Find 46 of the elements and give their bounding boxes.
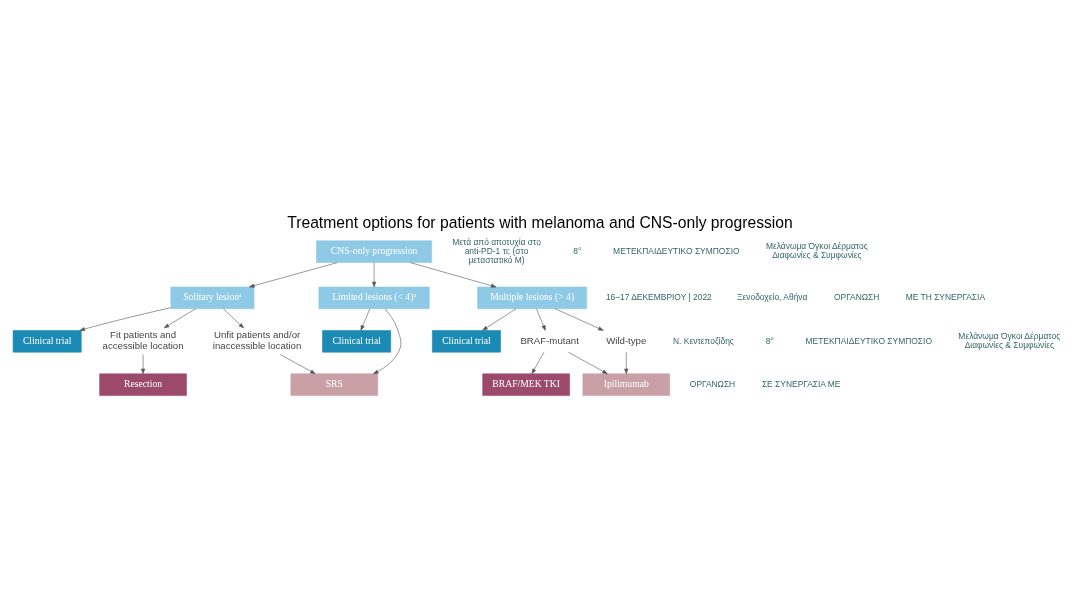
arrow bbox=[360, 308, 371, 331]
arrow bbox=[79, 306, 171, 331]
label: ΜΕ ΤΗ ΣΥΝΕΡΓΑΣΙΑ bbox=[905, 291, 986, 302]
label: Ξενοδοχείο, Αθήνα bbox=[737, 291, 808, 302]
label: ΟΡΓΑΝΩΣΗ bbox=[689, 378, 736, 389]
node-text: Fit patients and accessible location bbox=[102, 328, 184, 351]
label: Μελάνωμα Όγκοι Δέρματος Διαφωνίες & Συμφωνίες bbox=[958, 330, 1061, 350]
label: Μελάνωμα Όγκοι Δέρματος Διαφωνίες & Συμφωνίες bbox=[765, 240, 868, 260]
diagram-title: Treatment options for patients with melanoma and CNS-only progression bbox=[287, 213, 793, 231]
arrow bbox=[624, 351, 629, 374]
label: ΜΕΤΕΚΠΑΙΔΕΥΤΙΚΟ ΣΥΜΠΟΣΙΟ bbox=[613, 245, 740, 256]
label: 8° bbox=[573, 245, 582, 256]
node-box: Ipilimumab bbox=[582, 373, 670, 396]
arrow bbox=[372, 261, 377, 287]
node-box: Limited lesions (< 4)ᵃ bbox=[318, 286, 430, 309]
arrow bbox=[536, 308, 546, 331]
arrow bbox=[141, 353, 146, 374]
label: Ν. Κεντεποζίδης bbox=[673, 335, 734, 346]
label: 8° bbox=[765, 335, 774, 346]
node-text: BRAF-mutant bbox=[520, 334, 579, 346]
arrow bbox=[531, 351, 545, 374]
label: ΣΕ ΣΥΝΕΡΓΑΣΙΑ ΜΕ bbox=[761, 378, 841, 389]
node-box: Clinical trial bbox=[12, 329, 82, 352]
node-box: SRS bbox=[290, 373, 379, 396]
node-text: Unfit patients and/or inaccessible location bbox=[212, 328, 302, 351]
arrow bbox=[410, 261, 497, 288]
node-box: Resection bbox=[99, 373, 187, 396]
arrow bbox=[279, 353, 316, 374]
arrow bbox=[568, 351, 608, 374]
arrow bbox=[554, 308, 604, 331]
label: Μετά από αποτυχία στο anti-PD-1 τι; (στο μεταστατικό Μ) bbox=[452, 236, 541, 265]
node-box: CNS-only progression bbox=[316, 240, 433, 263]
arrow bbox=[373, 308, 402, 374]
arrow bbox=[163, 308, 196, 328]
arrow bbox=[249, 261, 338, 288]
node-text: Wild-type bbox=[606, 334, 647, 346]
label: ΟΡΓΑΝΩΣΗ bbox=[833, 291, 880, 302]
node-box: Multiple lesions (> 4) bbox=[477, 286, 588, 309]
label: 16–17 ΔΕΚΕΜΒΡΙΟΥ | 2022 bbox=[605, 291, 712, 302]
node-box: Solitary lesionᵃ bbox=[170, 286, 255, 309]
node-box: Clinical trial bbox=[432, 329, 501, 352]
label: ΜΕΤΕΚΠΑΙΔΕΥΤΙΚΟ ΣΥΜΠΟΣΙΟ bbox=[805, 335, 932, 346]
node-box: Clinical trial bbox=[322, 329, 391, 352]
arrow bbox=[223, 308, 244, 328]
arrow bbox=[482, 308, 517, 331]
node-box: BRAF/MEK TKI bbox=[482, 373, 570, 396]
